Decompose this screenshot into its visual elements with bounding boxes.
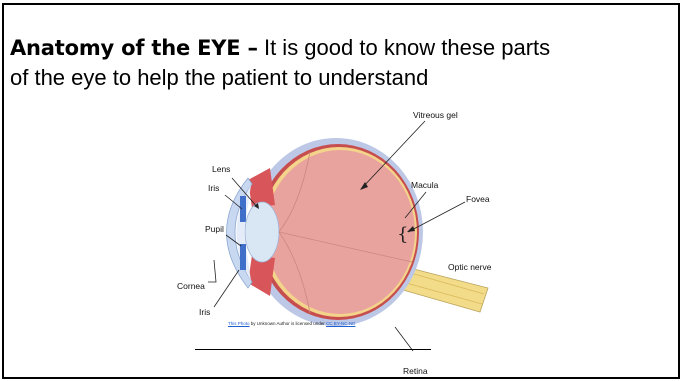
bottom-divider xyxy=(195,349,431,350)
label-retina: Retina xyxy=(403,366,428,376)
label-optic-nerve: Optic nerve xyxy=(448,262,492,272)
label-vitreous-gel: Vitreous gel xyxy=(413,110,458,120)
credit-text: by Unknown Author is licensed under xyxy=(250,321,327,326)
photo-credit: This Photo by Unknown Author is licensed… xyxy=(228,321,355,326)
label-cornea: Cornea xyxy=(177,281,205,291)
macula-bracket: { xyxy=(397,224,408,245)
label-iris-bottom: Iris xyxy=(199,307,210,317)
label-fovea: Fovea xyxy=(466,194,490,204)
vitreous-body-shape xyxy=(265,150,415,314)
license-link[interactable]: CC BY-NC-ND xyxy=(326,321,355,326)
label-macula: Macula xyxy=(411,180,439,190)
iris-bottom-shape xyxy=(240,244,246,270)
label-iris-top: Iris xyxy=(208,183,219,193)
iris-top-shape xyxy=(240,196,246,222)
photo-source-link[interactable]: This Photo xyxy=(228,321,250,326)
lens-shape xyxy=(245,202,279,262)
label-lens: Lens xyxy=(212,164,230,174)
label-pupil: Pupil xyxy=(205,224,224,234)
